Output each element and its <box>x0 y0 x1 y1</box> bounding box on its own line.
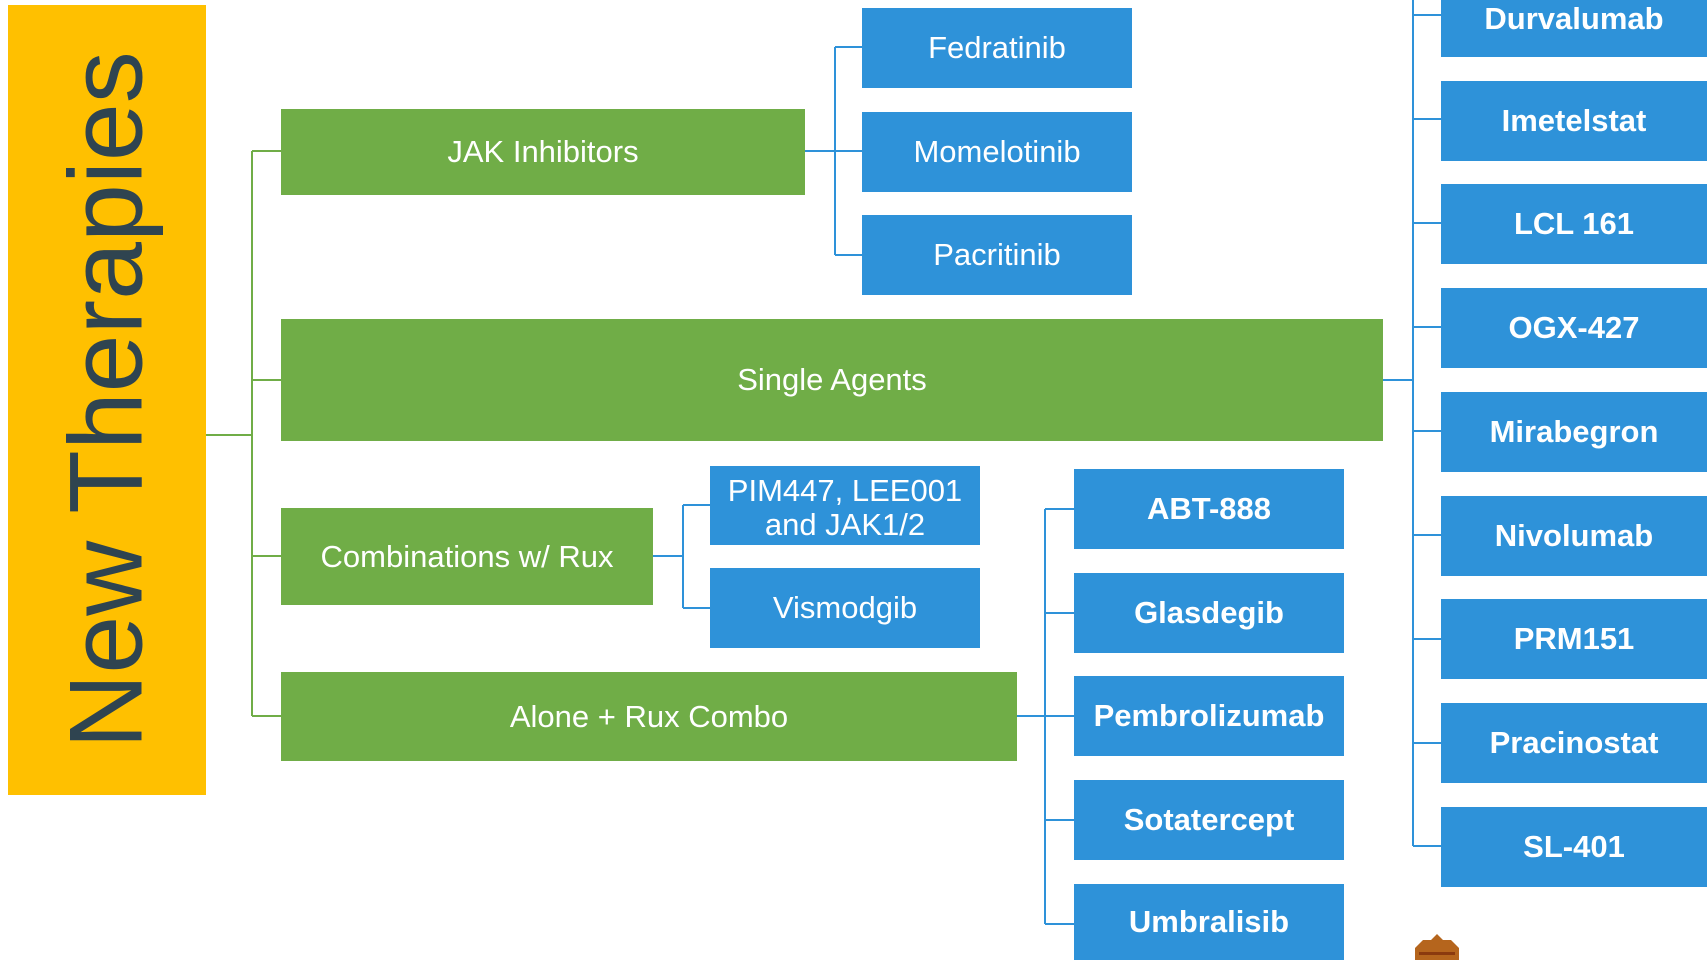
node-prm151: PRM151 <box>1441 599 1707 679</box>
node-ogx-427: OGX-427 <box>1441 288 1707 368</box>
node-lcl-161: LCL 161 <box>1441 184 1707 264</box>
node-sl-401: SL-401 <box>1441 807 1707 887</box>
node-pembrolizumab: Pembrolizumab <box>1074 676 1344 756</box>
root-node <box>8 5 206 795</box>
category-alone-rux-combo: Alone + Rux Combo <box>281 672 1017 761</box>
single-connectors <box>1383 0 1441 847</box>
root-label: New Therapies <box>48 51 165 749</box>
node-glasdegib: Glasdegib <box>1074 573 1344 653</box>
category-combinations-rux: Combinations w/ Rux <box>281 508 653 605</box>
node-mirabegron: Mirabegron <box>1441 392 1707 472</box>
node-fedratinib: Fedratinib <box>862 8 1132 88</box>
jak-connectors <box>805 46 862 256</box>
combo-connectors <box>653 504 710 609</box>
category-single-agents: Single Agents <box>281 319 1383 441</box>
node-umbralisib: Umbralisib <box>1074 884 1344 960</box>
node-vismodgib: Vismodgib <box>710 568 980 648</box>
category-jak-inhibitors: JAK Inhibitors <box>281 109 805 195</box>
alone-connectors <box>1017 508 1074 925</box>
node-imetelstat: Imetelstat <box>1441 81 1707 161</box>
node-pacritinib: Pacritinib <box>862 215 1132 295</box>
node-nivolumab: Nivolumab <box>1441 496 1707 576</box>
logo-icon <box>1415 934 1459 960</box>
root-connectors <box>206 150 281 717</box>
node-abt-888: ABT-888 <box>1074 469 1344 549</box>
node-sotatercept: Sotatercept <box>1074 780 1344 860</box>
node-durvalumab: Durvalumab <box>1441 0 1707 57</box>
node-pracinostat: Pracinostat <box>1441 703 1707 783</box>
node-pim447-lee001-jak12: PIM447, LEE001 and JAK1/2 <box>710 466 980 545</box>
node-momelotinib: Momelotinib <box>862 112 1132 192</box>
